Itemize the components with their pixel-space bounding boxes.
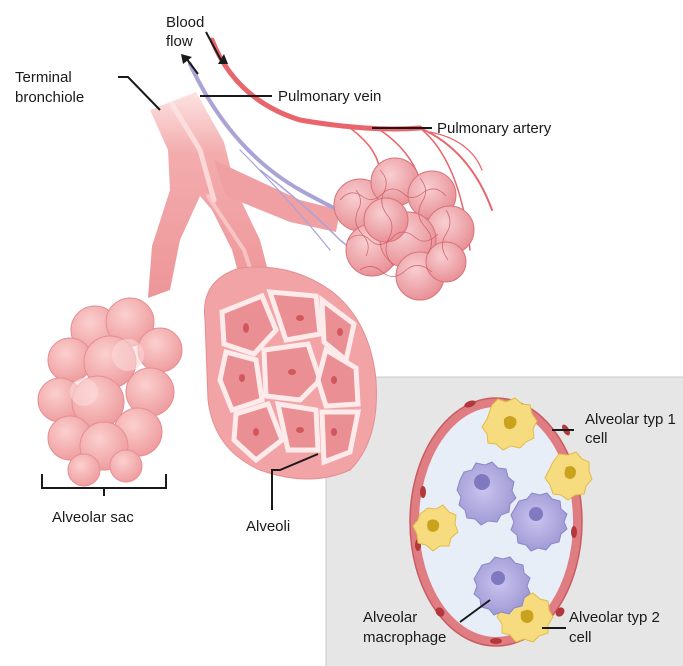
alveoli-cluster xyxy=(204,267,376,479)
label-pulmonary-artery: Pulmonary artery xyxy=(437,120,552,137)
label-blood-flow-2: flow xyxy=(166,33,193,50)
label-type1-cell-1: Alveolar typ 1 xyxy=(585,411,676,428)
label-type1-cell-2: cell xyxy=(585,430,608,447)
label-pulmonary-vein: Pulmonary vein xyxy=(278,88,381,105)
label-terminal-bronchiole-1: Terminal xyxy=(15,69,72,86)
alveolar-sac xyxy=(38,298,182,486)
macrophage-2 xyxy=(511,493,567,551)
label-type2-cell-2: cell xyxy=(569,629,592,646)
label-terminal-bronchiole-2: bronchiole xyxy=(15,89,84,106)
terminal-bronchiole-leader xyxy=(118,77,160,110)
alveolar-sac-bracket xyxy=(42,474,166,496)
capillary-alveolar-cluster xyxy=(334,158,474,300)
label-macrophage-1: Alveolar xyxy=(363,609,417,626)
label-blood-flow-1: Blood xyxy=(166,14,204,31)
label-alveoli: Alveoli xyxy=(246,518,290,535)
label-macrophage-2: macrophage xyxy=(363,629,446,646)
label-alveolar-sac: Alveolar sac xyxy=(52,509,134,526)
label-type2-cell-1: Alveolar typ 2 xyxy=(569,609,660,626)
